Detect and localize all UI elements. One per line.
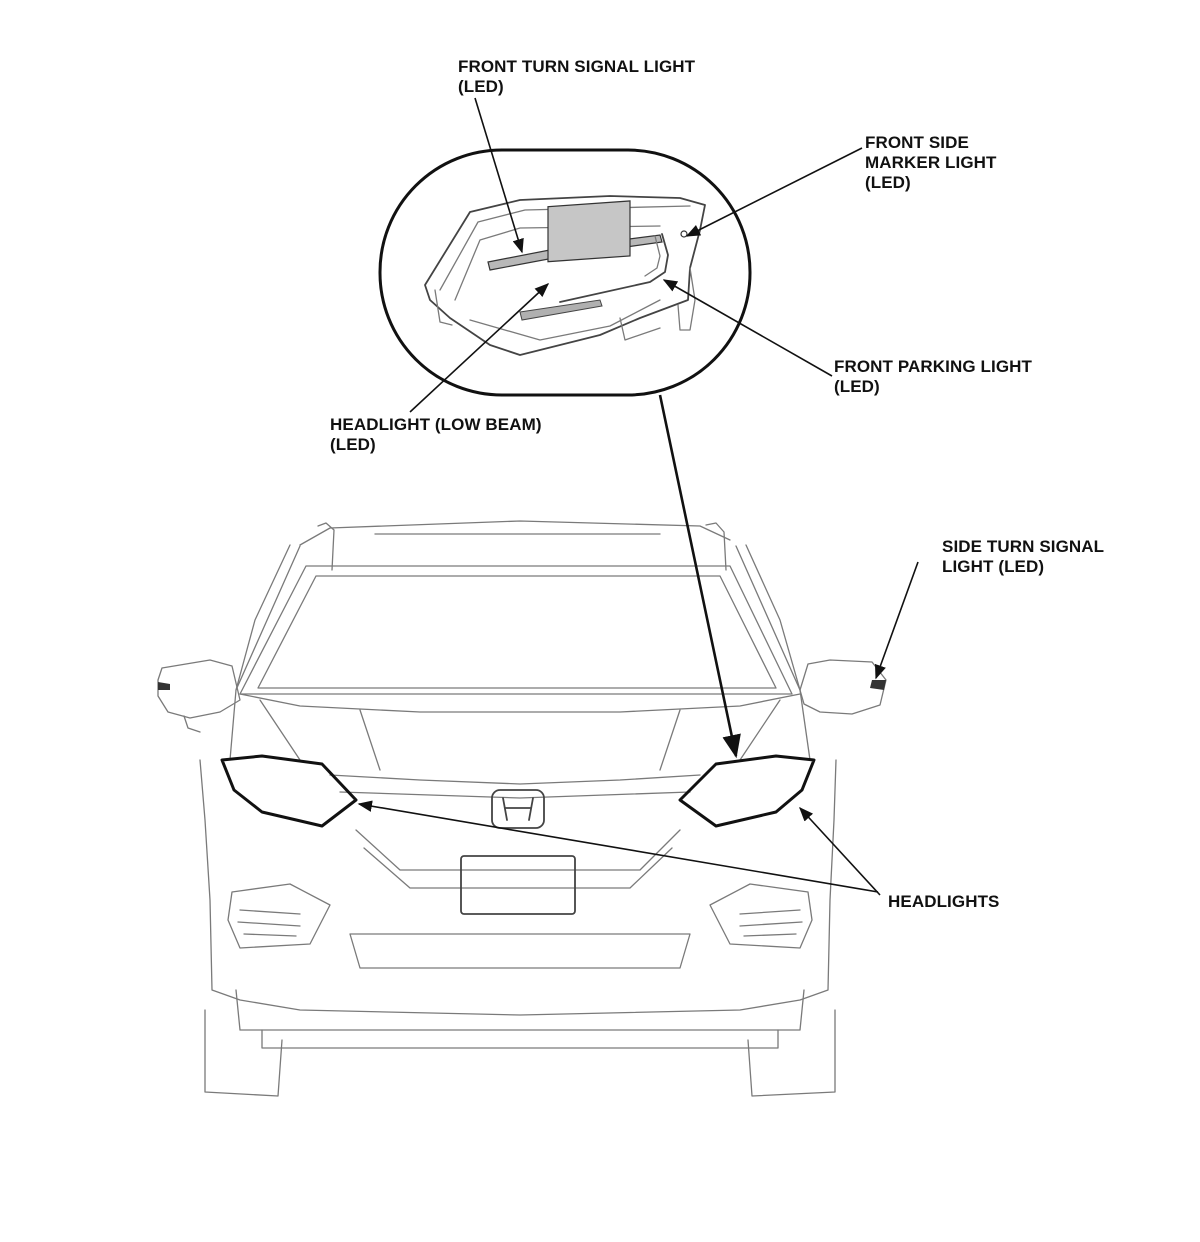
headlight-unit-detail: [424, 195, 706, 356]
leader-side-turn-signal: [874, 561, 919, 680]
license-plate: [460, 855, 576, 915]
label-front-parking: FRONT PARKING LIGHT (LED): [834, 357, 1032, 397]
leader-front-turn-signal: [474, 97, 524, 254]
label-line: LIGHT (LED): [942, 557, 1045, 576]
label-line: FRONT TURN SIGNAL LIGHT: [458, 57, 696, 76]
label-line: (LED): [330, 435, 376, 454]
brand-emblem: [491, 789, 545, 829]
side-marker-dot: [680, 230, 688, 238]
leader-front-parking: [662, 279, 833, 377]
headlight-left: [220, 754, 358, 828]
low-beam-block: [547, 200, 631, 263]
label-side-turn-signal: SIDE TURN SIGNAL LIGHT (LED): [942, 537, 1104, 577]
label-line: HEADLIGHT (LOW BEAM): [330, 415, 542, 434]
label-front-turn-signal: FRONT TURN SIGNAL LIGHT (LED): [458, 57, 695, 97]
headlight-right: [678, 754, 816, 828]
parking-light-ring: [559, 233, 669, 303]
leader-lines: [357, 97, 919, 896]
leader-detail-to-headlight: [658, 394, 741, 759]
leader-headlights-right: [799, 806, 881, 896]
label-line: (LED): [834, 377, 880, 396]
leader-headlights-left: [357, 800, 879, 893]
label-line: (LED): [458, 77, 504, 96]
label-front-side-marker: FRONT SIDE MARKER LIGHT (LED): [865, 133, 997, 193]
label-headlight-low-beam: HEADLIGHT (LOW BEAM) (LED): [330, 415, 542, 455]
label-line: FRONT SIDE: [865, 133, 969, 152]
label-line: FRONT PARKING LIGHT: [834, 357, 1033, 376]
side-turn-signal-lamp: [870, 680, 886, 690]
leader-front-side-marker: [685, 147, 863, 237]
vehicle-front-view: [157, 520, 887, 1097]
label-line: SIDE TURN SIGNAL: [942, 537, 1105, 556]
leader-headlight-low-beam: [409, 283, 550, 413]
detail-callout: [378, 148, 752, 397]
callout-frame: [378, 148, 752, 397]
label-line: (LED): [865, 173, 911, 192]
label-headlights: HEADLIGHTS: [888, 892, 1000, 912]
label-line: HEADLIGHTS: [888, 892, 1000, 911]
label-line: MARKER LIGHT: [865, 153, 997, 172]
